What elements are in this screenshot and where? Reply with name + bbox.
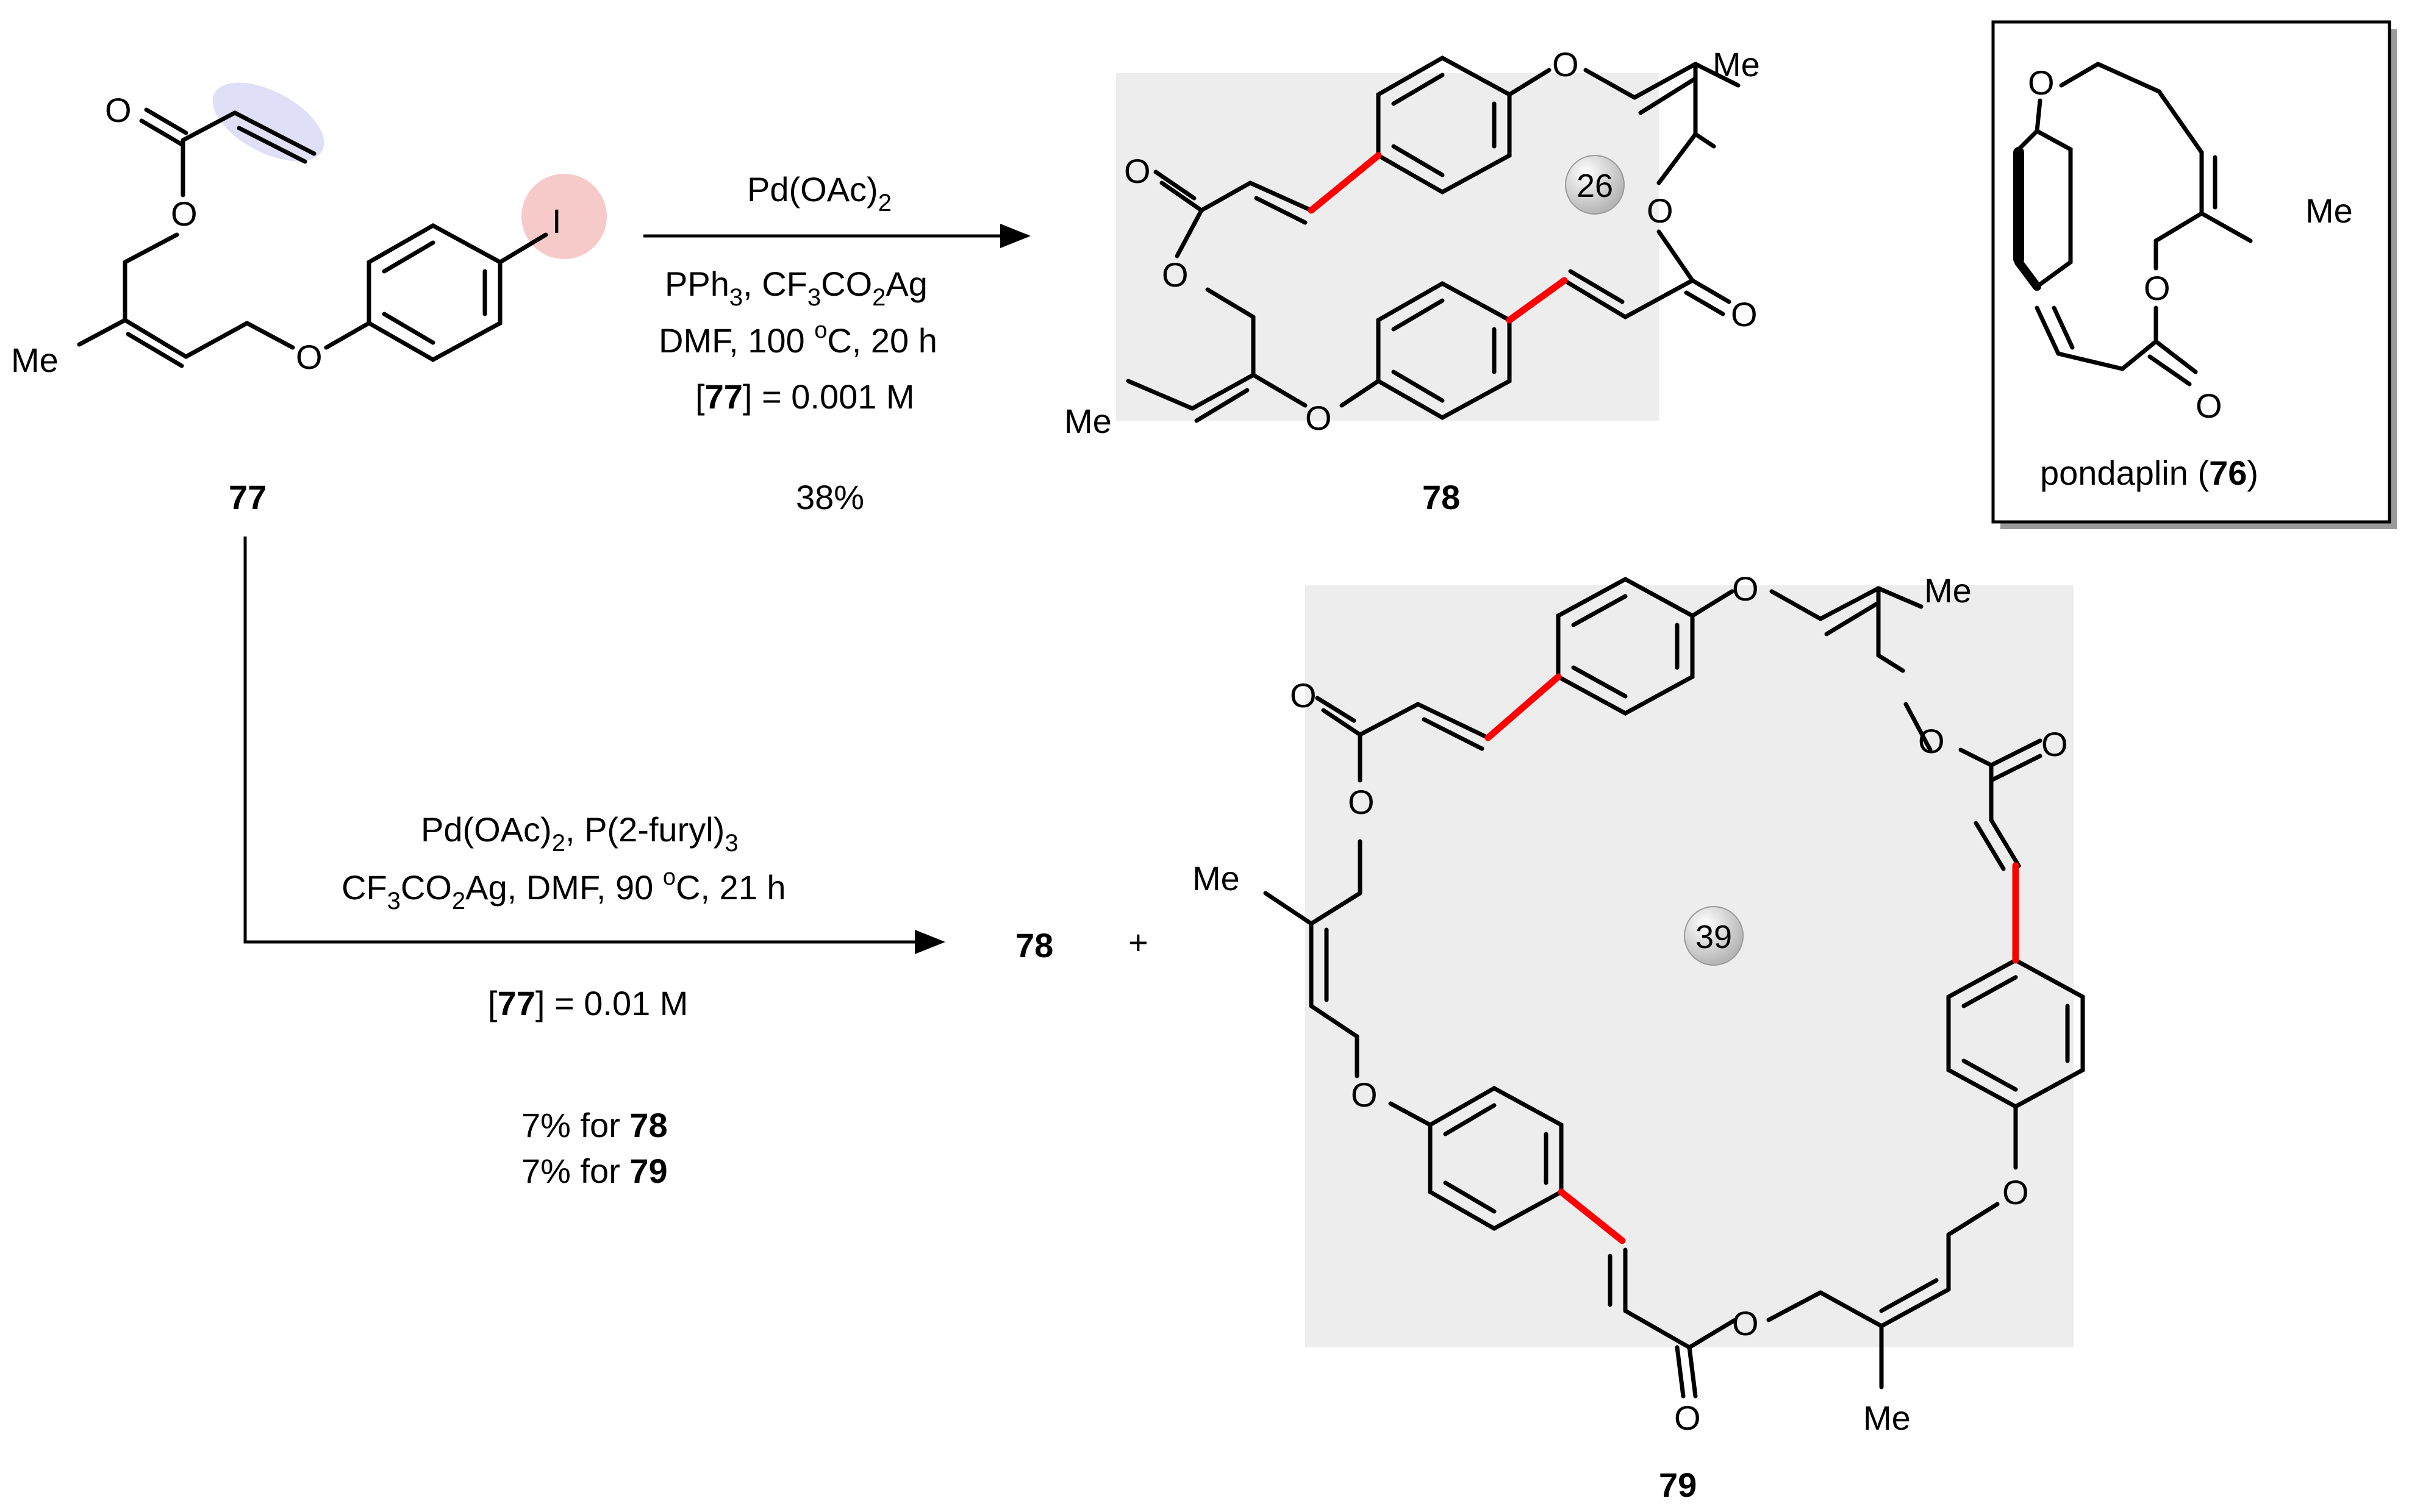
top-concentration: [77] = 0.001 M bbox=[695, 377, 915, 416]
pondaplin-bold-edge-2 bbox=[2014, 258, 2041, 291]
ring-size-79: 39 bbox=[1695, 919, 1732, 955]
bottom-conditions: CF3CO2Ag, DMF, 90 oC, 21 h bbox=[342, 865, 786, 915]
methyl-78-top: Me bbox=[1713, 45, 1760, 84]
new-bond-79-bottom bbox=[1558, 1188, 1626, 1244]
bottom-product-78-label: 78 bbox=[1015, 926, 1053, 965]
methyl-79-top: Me bbox=[1924, 571, 1972, 610]
bottom-concentration: [77] = 0.01 M bbox=[488, 984, 688, 1022]
ether-oxygen-79-right: O bbox=[2002, 1173, 2029, 1211]
methyl-79-bottom: Me bbox=[1863, 1399, 1911, 1437]
vinyl-highlight bbox=[212, 82, 324, 162]
new-bond-78-lower bbox=[1506, 277, 1568, 324]
ester-oxygen-79-left: O bbox=[1348, 783, 1375, 821]
ester-oxygen-79-right: O bbox=[1918, 722, 1945, 760]
new-bond-78-upper bbox=[1308, 152, 1382, 214]
ester-oxygen-78-right: O bbox=[1647, 191, 1673, 230]
compound-78-structure: O Me O O O O O Me 26 78 bbox=[1064, 45, 1760, 516]
bottom-yield-79: 7% for 79 bbox=[521, 1152, 668, 1190]
ether-oxygen: O bbox=[296, 338, 323, 376]
ring-size-badge-79 bbox=[1684, 906, 1744, 966]
pondaplin-label: pondaplin (76) bbox=[2040, 454, 2258, 492]
methyl-group: Me bbox=[11, 341, 59, 379]
top-reagent-pd: Pd(OAc)2 bbox=[747, 170, 892, 216]
methyl-78-bottom: Me bbox=[1064, 402, 1112, 440]
ether-oxygen-78-top: O bbox=[1552, 45, 1579, 84]
methyl-79-left: Me bbox=[1192, 859, 1240, 897]
ring-size-badge-78 bbox=[1565, 155, 1625, 215]
top-reaction: Pd(OAc)2 PPh3, CF3CO2Ag DMF, 100 oC, 20 … bbox=[643, 170, 1031, 516]
pondaplin-methyl: Me bbox=[2305, 191, 2353, 230]
pondaplin-carbonyl-oxygen: O bbox=[2196, 387, 2222, 425]
compound-77-label: 77 bbox=[229, 478, 267, 516]
plus-sign: + bbox=[1128, 923, 1148, 961]
ester-oxygen-78-left: O bbox=[1162, 255, 1189, 294]
carbonyl-oxygen-79-left: O bbox=[1290, 676, 1317, 715]
bottom-reaction-arrow bbox=[243, 537, 945, 954]
pondaplin-ether-oxygen: O bbox=[2028, 63, 2055, 102]
pondaplin-inset: O Me O O pondaplin (76) bbox=[1991, 20, 2397, 529]
compound-77-structure: O O O I Me 77 bbox=[11, 82, 607, 516]
top-reagent-ligand: PPh3, CF3CO2Ag bbox=[665, 265, 928, 311]
bottom-reaction: Pd(OAc)2, P(2-furyl)3 CF3CO2Ag, DMF, 90 … bbox=[243, 537, 1148, 1190]
top-yield: 38% bbox=[796, 478, 864, 516]
bottom-yield-78: 7% for 78 bbox=[521, 1106, 668, 1144]
ester-oxygen-79-bottom: O bbox=[1732, 1304, 1759, 1343]
compound-79-label: 79 bbox=[1659, 1466, 1697, 1504]
carbonyl-oxygen-79-bottom: O bbox=[1674, 1399, 1701, 1437]
carbonyl-oxygen: O bbox=[105, 91, 132, 129]
pondaplin-ester-oxygen: O bbox=[2144, 269, 2171, 307]
ester-oxygen: O bbox=[171, 194, 198, 233]
ether-oxygen-78-bottom: O bbox=[1305, 399, 1332, 437]
carbonyl-oxygen-78-left: O bbox=[1124, 152, 1151, 190]
macrocycle-79-fill bbox=[1305, 585, 2074, 1347]
compound-79-structure: O Me O O O O O Me O Me O O 39 79 bbox=[1192, 569, 2085, 1504]
ether-oxygen-79-left: O bbox=[1351, 1075, 1378, 1114]
iodine-atom: I bbox=[552, 202, 562, 240]
top-conditions: DMF, 100 oC, 20 h bbox=[659, 318, 937, 360]
new-bond-79-top bbox=[1484, 673, 1562, 741]
ether-oxygen-79-top: O bbox=[1732, 569, 1759, 608]
bottom-reagent-pd: Pd(OAc)2, P(2-furyl)3 bbox=[421, 810, 739, 857]
ring-size-78: 26 bbox=[1577, 168, 1613, 204]
carbonyl-oxygen-78-right: O bbox=[1731, 295, 1758, 333]
compound-78-label: 78 bbox=[1422, 478, 1460, 516]
macrocycle-78-fill bbox=[1116, 73, 1659, 421]
carbonyl-oxygen-79-right: O bbox=[2041, 725, 2068, 763]
iodo-highlight bbox=[521, 174, 607, 259]
